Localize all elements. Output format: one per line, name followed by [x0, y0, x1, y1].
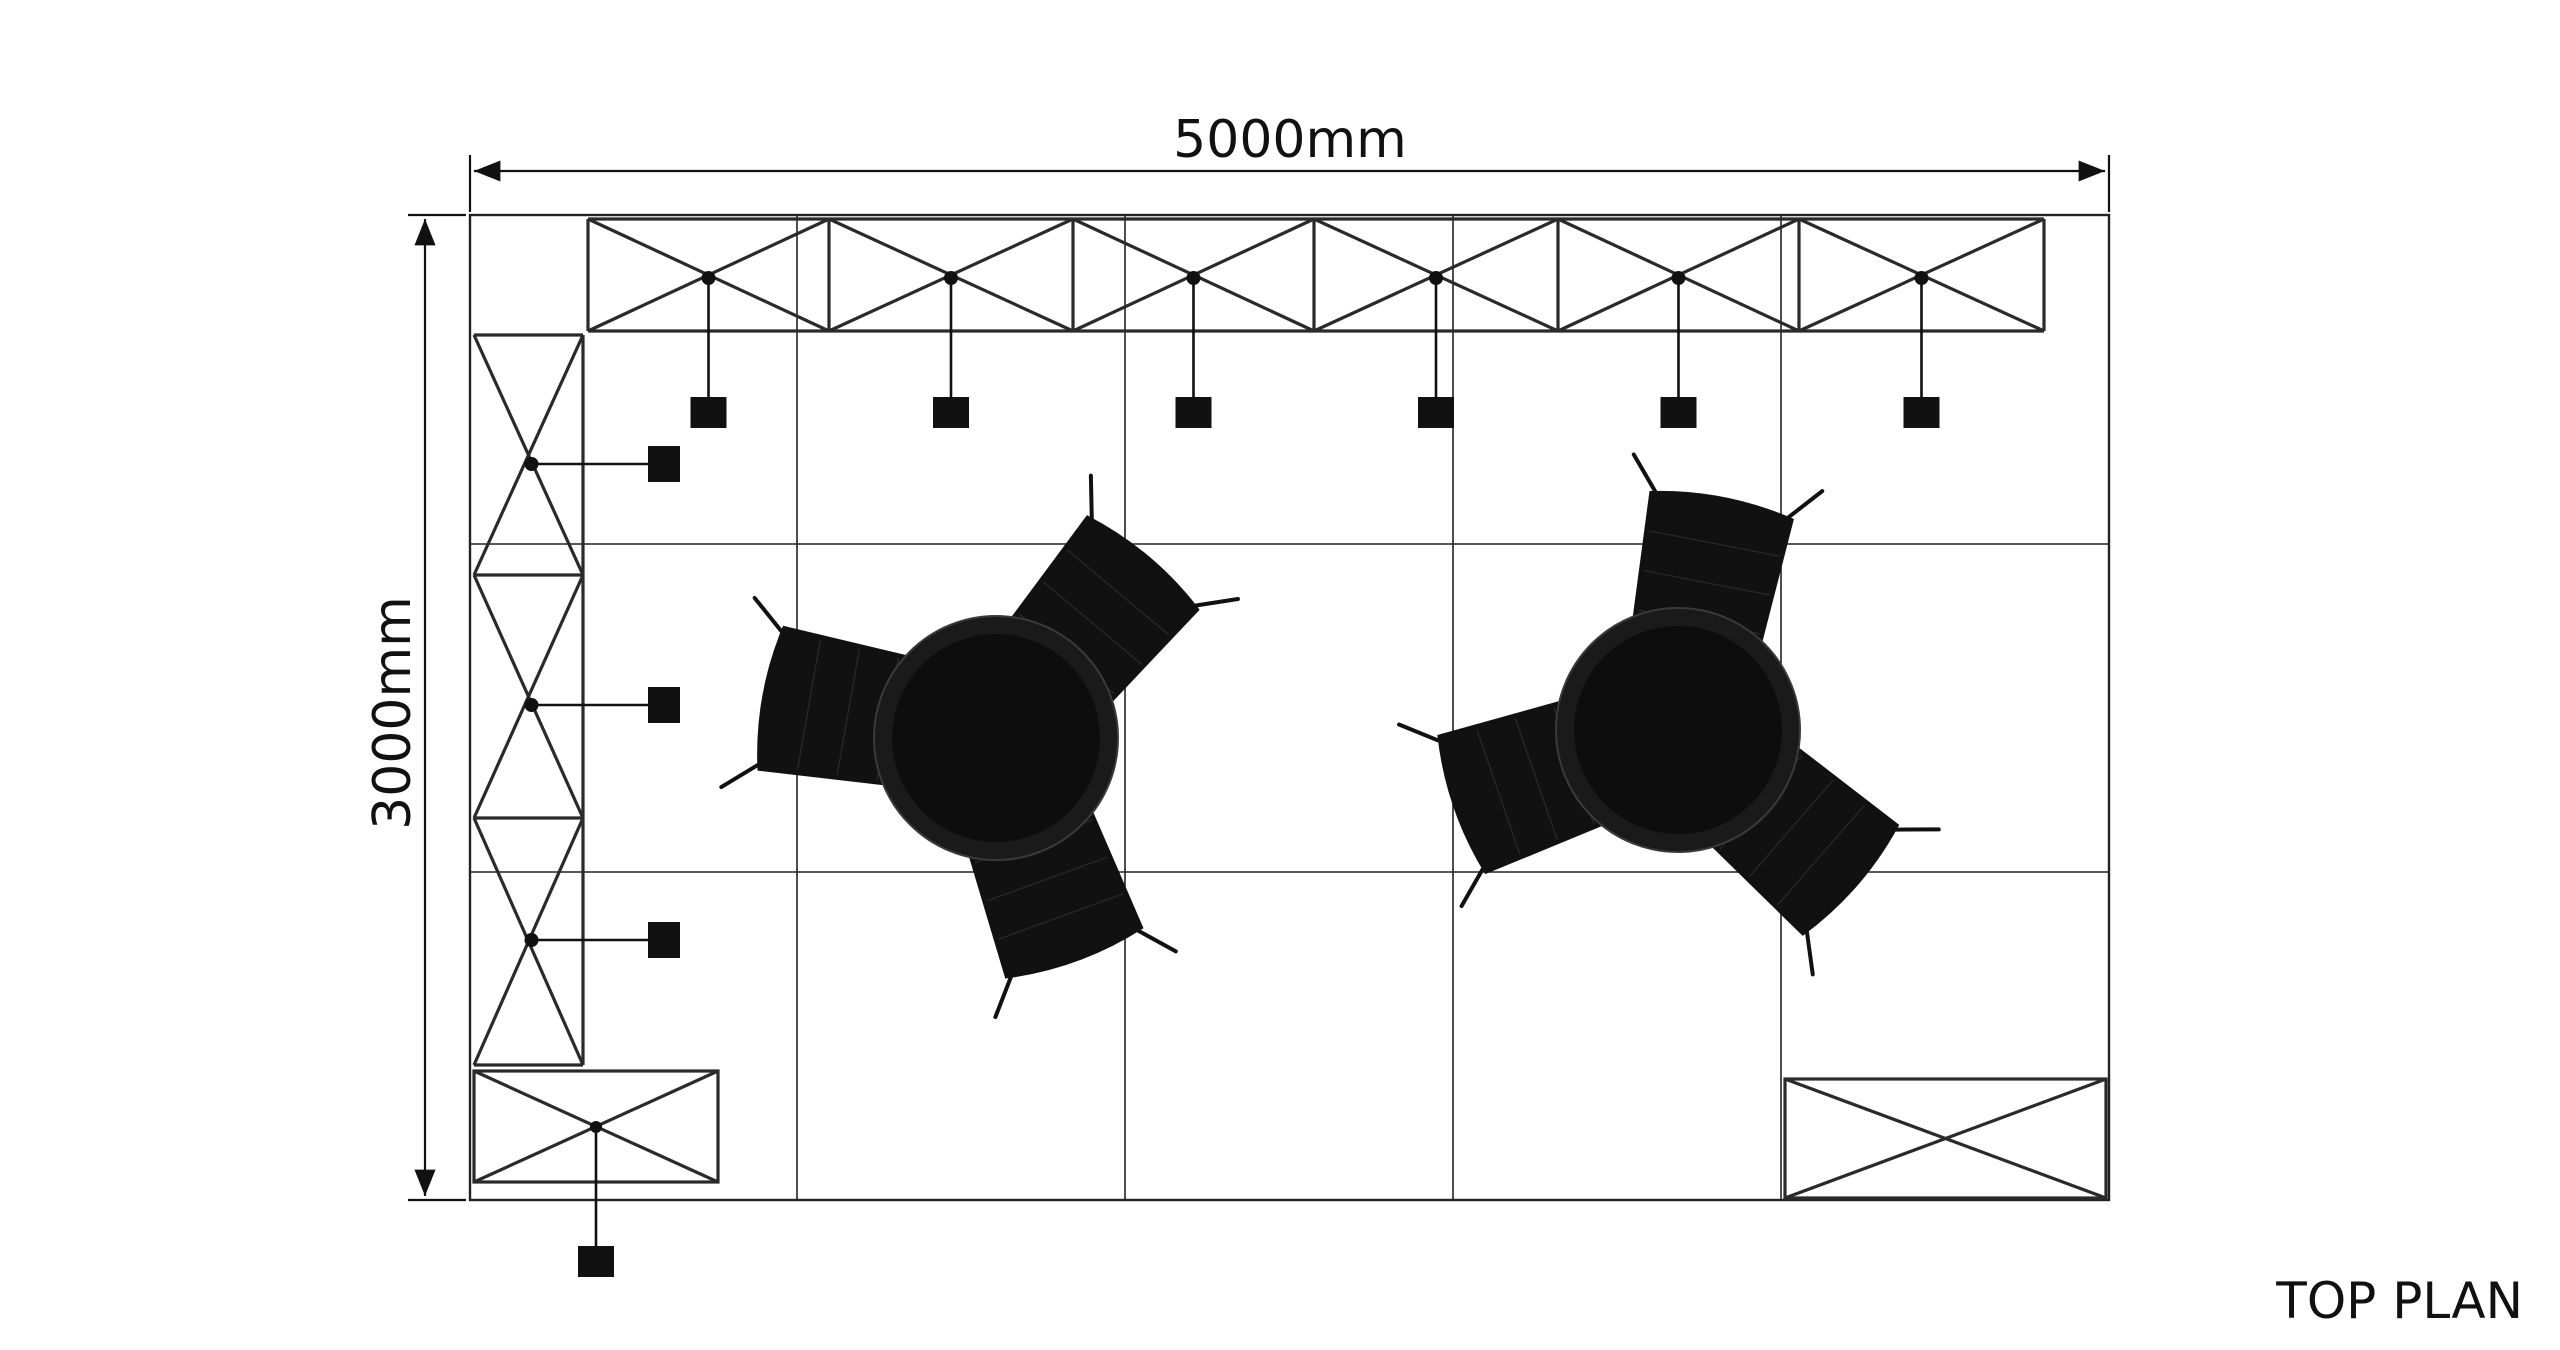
spotlight-icon [648, 687, 680, 723]
height-label: 3000mm [363, 596, 423, 830]
booth-grid [468, 213, 2111, 1202]
seating-pod [1397, 452, 1941, 977]
spotlight-icon [1175, 397, 1212, 428]
width-label: 5000mm [1173, 110, 1407, 170]
spotlight-icon [690, 397, 727, 428]
spotlight-icon [1660, 397, 1697, 428]
spotlight-icon [648, 922, 680, 958]
seating-pod [719, 473, 1240, 1020]
spotlight-icon [648, 446, 680, 482]
spotlight-icon [1903, 397, 1940, 428]
view-title: TOP PLAN [2275, 1272, 2523, 1330]
bottom-right-truss [1783, 1077, 2108, 1200]
left-truss [472, 333, 680, 1067]
spotlight-icon [578, 1246, 614, 1277]
spotlight-icon [933, 397, 969, 428]
height-dimension: 3000mm [363, 213, 466, 1202]
spotlight-icon [1418, 397, 1454, 428]
bottom-left-truss [472, 1069, 720, 1277]
width-dimension: 5000mm [468, 110, 2111, 212]
top-truss [586, 217, 2046, 428]
